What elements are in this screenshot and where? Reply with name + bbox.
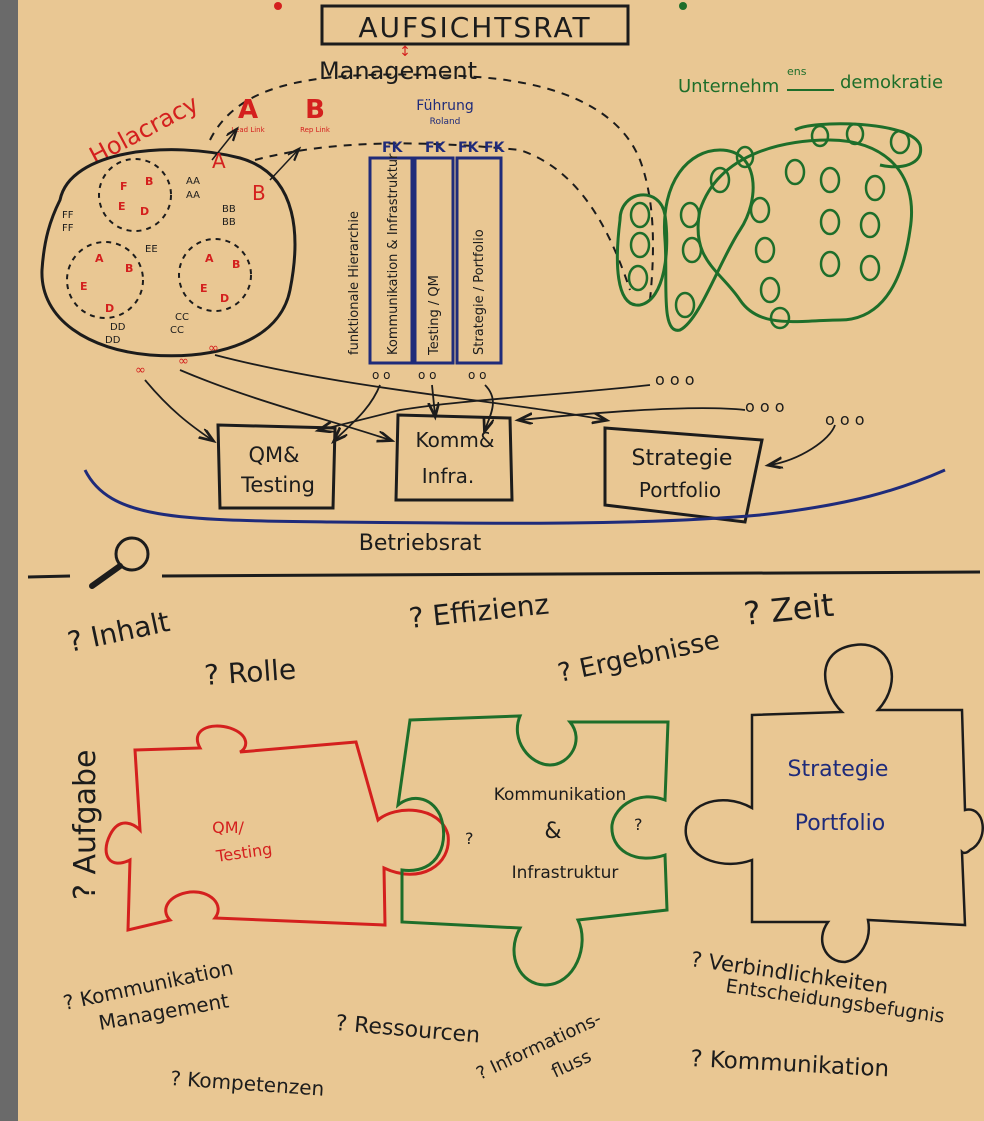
question-rolle: ? Rolle [203, 653, 297, 692]
team-label: CC [175, 312, 189, 323]
circle-label: E [118, 200, 126, 213]
infinity-icon: ∞ [178, 354, 189, 369]
question-aufgabe: ? Aufgabe [68, 750, 103, 900]
rep-link-caption: Rep Link [300, 126, 331, 134]
question-mark-connector: ? [465, 829, 474, 848]
dots-icon: o o o [655, 370, 695, 389]
fuehrung-name: Roland [430, 117, 461, 127]
paper-edge-shadow [0, 0, 18, 1121]
unternehmens-label: Unternehm [678, 76, 779, 97]
magnifier-icon [89, 536, 150, 589]
team-label: BB [222, 204, 236, 215]
box-komm-infra: Komm& Infra. [394, 413, 514, 502]
box-komm-line2: Infra. [422, 464, 474, 488]
aufsichtsrat-box: AUFSICHTSRAT [320, 4, 630, 46]
circle-label: B [232, 258, 240, 271]
team-label: BB [222, 217, 236, 228]
betriebsrat-label: Betriebsrat [359, 531, 482, 556]
puzzle-green-line2: & [544, 819, 561, 844]
pin-icon [274, 2, 282, 10]
box-strat-line1: Strategie [632, 446, 733, 471]
dots-icon: o o o [825, 410, 865, 429]
team-label: DD [105, 335, 121, 346]
fk-label: FK [458, 140, 480, 156]
circle-label: D [140, 205, 149, 218]
circle-label: B [125, 262, 133, 275]
bar-label: funktionale Hierarchie [347, 211, 362, 355]
demokratie-label: demokratie [840, 72, 943, 93]
circle-label: E [200, 282, 208, 295]
puzzle-black-line2: Portfolio [795, 811, 886, 836]
puzzle-green-line1: Kommunikation [494, 785, 627, 805]
box-qm-line2: Testing [240, 473, 315, 497]
bar-label: Testing / QM [427, 275, 442, 356]
circle-label: D [105, 302, 114, 315]
team-label: FF [62, 223, 74, 234]
holacracy-a-marker: A [212, 149, 226, 173]
dots-icon: o o [418, 368, 437, 382]
dots-icon: o o [372, 368, 391, 382]
team-label: AA [186, 190, 200, 201]
infinity-icon: ∞ [208, 341, 219, 356]
circle-label: D [220, 292, 229, 305]
infinity-icon: ∞ [135, 363, 146, 378]
fuehrung-label: Führung [416, 98, 473, 114]
dots-icon: o o o [745, 397, 785, 416]
pin-icon [679, 2, 687, 10]
puzzle-black-line1: Strategie [788, 757, 889, 782]
aufsichtsrat-title: AUFSICHTSRAT [358, 11, 591, 44]
double-arrow-icon: ↕ [399, 44, 411, 60]
team-label: CC [170, 325, 184, 336]
hierarchy-bars [368, 156, 503, 365]
lead-link-caption: Lead Link [231, 126, 265, 134]
circle-label: B [145, 175, 153, 188]
circle-label: E [80, 280, 88, 293]
betriebsrat-curve [83, 468, 946, 525]
puzzle-strategie-portfolio: Strategie Portfolio [684, 643, 984, 964]
sub-circle-2 [66, 241, 144, 319]
connector-arrows [144, 354, 836, 465]
question-mark-connector: ? [634, 815, 643, 834]
holacracy-b-marker: B [252, 181, 266, 205]
lead-link-a: A [238, 95, 258, 125]
democracy-cells [627, 122, 911, 330]
team-label: FF [62, 210, 74, 221]
box-qm-testing: QM& Testing [216, 423, 337, 510]
democracy-blobs [615, 122, 923, 332]
question-zeit: ? Zeit [742, 586, 836, 633]
sub-circle-1 [98, 158, 172, 232]
puzzle-kommunikation-infrastruktur: Kommunikation & Infrastruktur ? ? [395, 714, 670, 987]
rep-link-b: B [305, 95, 325, 125]
management-label: Management [319, 57, 477, 85]
divider-line [161, 570, 981, 578]
circle-label: F [120, 180, 128, 193]
dots-icon: o o [468, 368, 487, 382]
bar-label: Kommunikation & Infrastruktur [386, 153, 401, 355]
circle-label: A [205, 252, 214, 265]
ens-insert: ens [787, 65, 807, 78]
bar-label: Strategie / Portfolio [472, 229, 487, 355]
holacracy-circle [40, 148, 297, 358]
box-strat-line2: Portfolio [639, 478, 721, 502]
box-komm-line1: Komm& [416, 428, 495, 452]
fk-label: FK [425, 140, 447, 156]
box-strategie-portfolio: Strategie Portfolio [603, 426, 764, 524]
box-qm-line1: QM& [248, 443, 299, 467]
team-label: AA [186, 176, 200, 187]
puzzle-green-line3: Infrastruktur [512, 863, 619, 883]
puzzle-red-line1: QM/ [212, 818, 244, 837]
management-dashed-line-inner [254, 142, 631, 291]
circle-label: A [95, 252, 104, 265]
sub-circle-3 [178, 238, 252, 312]
fk-label: FK [484, 140, 506, 156]
team-label: EE [145, 244, 158, 255]
fk-label: FK [382, 140, 404, 156]
team-label: DD [110, 322, 126, 333]
divider-line [27, 574, 71, 579]
